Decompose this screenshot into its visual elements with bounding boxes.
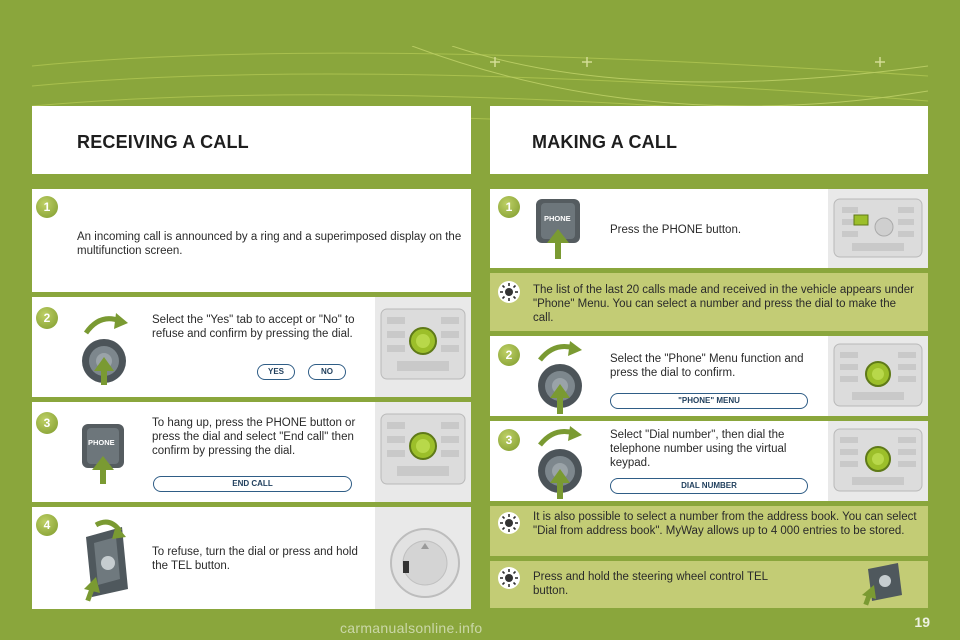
watermark: carmanualsonline.info — [340, 620, 483, 636]
receiving-step-4-text: To refuse, turn the dial or press and ho… — [152, 546, 358, 572]
phone-menu-tab[interactable]: "PHONE" MENU — [610, 393, 808, 409]
step-number-badge: 2 — [36, 307, 58, 329]
receiving-step-1: 1 An incoming call is announced by a rin… — [32, 189, 471, 292]
making-tip-1-text: The list of the last 20 calls made and r… — [533, 284, 914, 324]
radio-unit-icon — [833, 198, 923, 258]
phone-button-icon — [82, 424, 124, 484]
receiving-step-2-text: Select the "Yes" tab to accept or "No" t… — [152, 314, 355, 340]
step-number-badge: 3 — [36, 412, 58, 434]
receiving-step-4: 4 To refuse, turn the dial or press and … — [32, 507, 471, 609]
end-call-tab[interactable]: END CALL — [153, 476, 352, 492]
bulb-icon — [498, 512, 520, 534]
no-tab[interactable]: NO — [308, 364, 346, 380]
receiving-title: RECEIVING A CALL — [77, 132, 249, 152]
dial-number-tab[interactable]: DIAL NUMBER — [610, 478, 808, 494]
dial-icon — [82, 313, 128, 385]
yes-tab[interactable]: YES — [257, 364, 295, 380]
making-step-1-text: Press the PHONE button. — [610, 224, 742, 236]
making-title: MAKING A CALL — [532, 132, 678, 152]
steering-control-icon — [84, 519, 128, 602]
steering-wheel-icon — [390, 528, 460, 598]
radio-unit-image — [828, 421, 928, 501]
phone-button-icon — [536, 199, 580, 259]
making-tip-3: Press and hold the steering wheel contro… — [490, 561, 928, 608]
radio-unit-image — [828, 336, 928, 416]
making-step-2-text: Select the "Phone" Menu function and pre… — [610, 353, 804, 379]
making-step-3: 3 Select "Dial number", then dial the te… — [490, 421, 928, 501]
receiving-step-3: 3 PHONE To hang up, press the PHONE butt… — [32, 402, 471, 502]
making-tip-2: It is also possible to select a number f… — [490, 506, 928, 556]
radio-unit-image — [375, 402, 471, 502]
receiving-step-1-text: An incoming call is announced by a ring … — [77, 231, 462, 257]
receiving-title-panel: RECEIVING A CALL — [32, 106, 471, 174]
making-step-1: 1 PHONE Press the PHONE button. — [490, 189, 928, 268]
radio-unit-image — [828, 189, 928, 268]
receiving-step-2: 2 Select the "Yes" tab to accept or "No"… — [32, 297, 471, 397]
making-step-2: 2 Select the "Phone" Menu function and p… — [490, 336, 928, 416]
bulb-icon — [498, 281, 520, 303]
dial-icon — [538, 341, 582, 414]
step-number-badge: 2 — [498, 344, 520, 366]
making-tip-2-text: It is also possible to select a number f… — [533, 511, 917, 537]
page-number: 19 — [914, 614, 930, 630]
phone-button-label: PHONE — [544, 214, 571, 223]
dial-icon — [538, 426, 582, 499]
radio-unit-icon — [833, 428, 923, 492]
radio-unit-icon — [380, 308, 466, 380]
radio-unit-image — [375, 297, 471, 397]
radio-unit-icon — [833, 343, 923, 407]
making-tip-3-text: Press and hold the steering wheel contro… — [533, 571, 768, 597]
making-title-panel: MAKING A CALL — [490, 106, 928, 174]
bulb-icon — [498, 567, 520, 589]
step-number-badge: 4 — [36, 514, 58, 536]
steering-control-icon — [862, 563, 902, 606]
making-step-3-text: Select "Dial number", then dial the tele… — [610, 429, 787, 469]
making-tip-1: The list of the last 20 calls made and r… — [490, 273, 928, 331]
phone-button-label: PHONE — [88, 438, 115, 447]
step-number-badge: 1 — [498, 196, 520, 218]
receiving-step-3-text: To hang up, press the PHONE button or pr… — [152, 417, 356, 457]
steering-wheel-image — [375, 507, 471, 609]
step-number-badge: 3 — [498, 429, 520, 451]
radio-unit-icon — [380, 413, 466, 485]
step-number-badge: 1 — [36, 196, 58, 218]
